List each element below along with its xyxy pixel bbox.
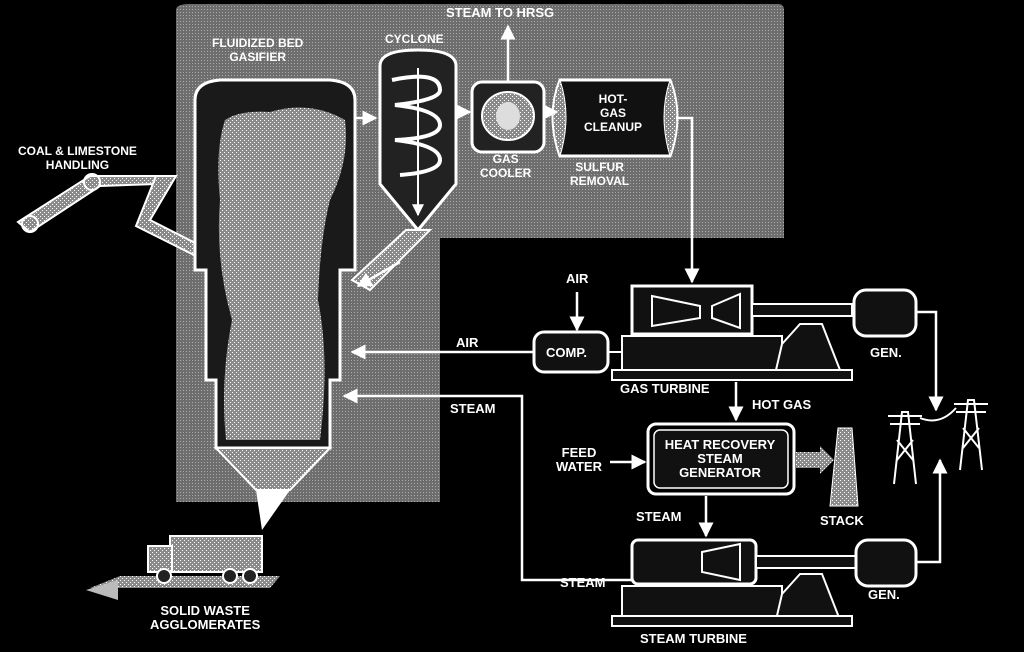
hrsg-unit — [646, 422, 859, 507]
steam-turbine-set — [611, 538, 918, 627]
label-steam-exhaust: STEAM — [560, 575, 606, 590]
hot-gas-cleanup-unit — [551, 78, 679, 158]
label-gen-1: GEN. — [870, 345, 902, 360]
label-hot-gas-cleanup: HOT- GAS CLEANUP — [584, 92, 643, 134]
label-steam-to-gasifier: STEAM — [450, 401, 496, 416]
label-gas-turbine: GAS TURBINE — [620, 381, 710, 396]
label-gen-2: GEN. — [868, 587, 900, 602]
label-steam-turbine: STEAM TURBINE — [640, 631, 747, 646]
transmission-towers — [888, 399, 988, 485]
label-hot-gas: HOT GAS — [752, 397, 812, 412]
label-feed-water: FEED WATER — [556, 445, 602, 474]
label-gasifier: FLUIDIZED BED GASIFIER — [212, 36, 304, 64]
process-lines — [342, 292, 948, 582]
label-stack: STACK — [820, 513, 864, 528]
label-cyclone: CYCLONE — [385, 32, 444, 46]
label-steam-to-hrsg: STEAM TO HRSG — [446, 5, 555, 20]
gas-cooler-unit — [470, 80, 546, 154]
label-steam-from-hrsg: STEAM — [636, 509, 682, 524]
label-air-compressor-inlet: AIR — [566, 271, 589, 286]
label-comp: COMP. — [546, 345, 587, 360]
label-hrsg: HEAT RECOVERY STEAM GENERATOR — [664, 437, 776, 480]
gasifier-vessel — [193, 78, 357, 530]
label-gas-cooler: GAS COOLER — [480, 152, 532, 180]
label-coal-handling: COAL & LIMESTONE HANDLING — [18, 144, 137, 172]
label-sulfur-removal: SULFUR REMOVAL — [570, 160, 630, 188]
label-solid-waste: SOLID WASTE AGGLOMERATES — [150, 603, 261, 632]
dump-truck — [86, 535, 280, 600]
gas-flow-arrows — [355, 24, 700, 288]
gas-turbine-set — [532, 284, 918, 381]
label-air-to-gasifier: AIR — [456, 335, 479, 350]
